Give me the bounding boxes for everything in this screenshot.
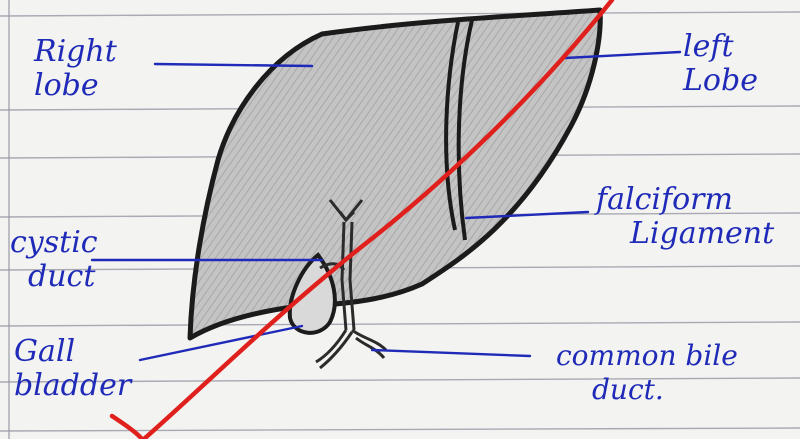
label-gall-bladder: Gall bladder <box>14 335 131 403</box>
label-cystic-line1: cystic <box>10 226 98 260</box>
label-common-bile-duct: common bile duct. <box>556 339 738 407</box>
label-falciform-ligament: falciform Ligament <box>596 183 774 251</box>
label-gall-line1: Gall <box>14 335 131 369</box>
label-cystic-duct: cystic duct <box>10 226 98 294</box>
label-left-lobe: left Lobe <box>683 30 758 98</box>
label-cbd-line2: duct. <box>592 373 738 407</box>
label-falciform-line1: falciform <box>596 183 774 217</box>
label-gall-line2: bladder <box>14 369 131 403</box>
label-cbd-line1: common bile <box>556 339 738 373</box>
label-left-lobe-line1: left <box>683 30 758 64</box>
pointer-gall-bladder <box>140 326 302 360</box>
label-left-lobe-line2: Lobe <box>683 64 758 98</box>
label-falciform-line2: Ligament <box>630 217 774 251</box>
label-right-lobe-line2: lobe <box>34 69 117 103</box>
label-right-lobe: Right lobe <box>34 35 117 103</box>
liver-outline <box>190 10 600 338</box>
pointer-common-bile-duct <box>372 350 530 356</box>
label-cystic-line2: duct <box>28 260 98 294</box>
label-right-lobe-line1: Right <box>34 35 117 69</box>
